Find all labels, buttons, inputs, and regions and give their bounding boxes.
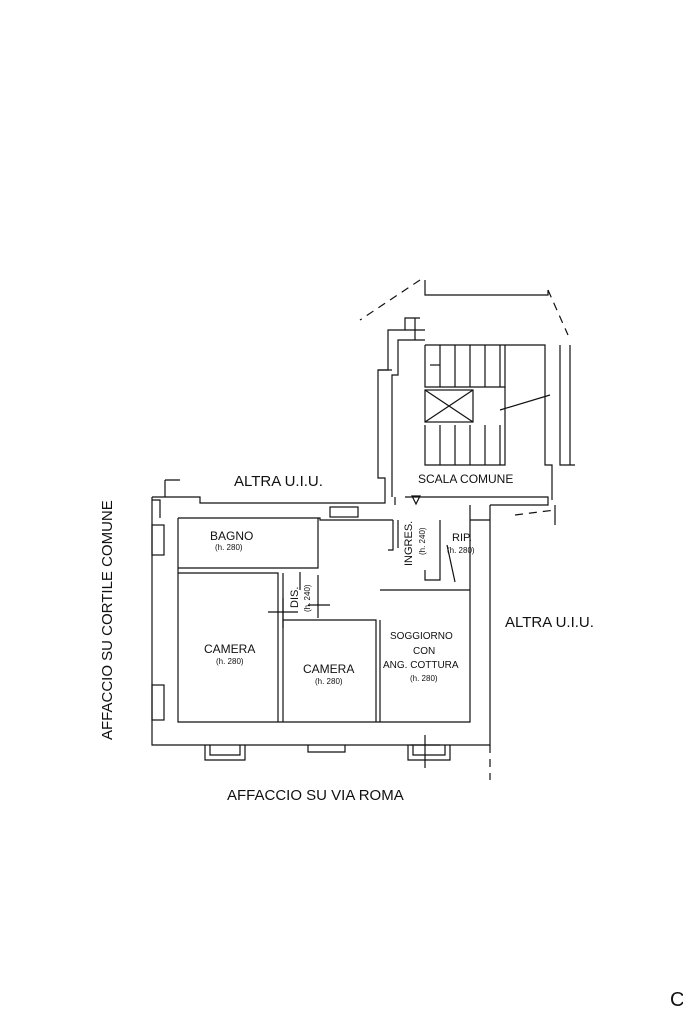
label-left-facade: AFFACCIO SU CORTILE COMUNE (99, 500, 116, 740)
window-camera1 (151, 684, 165, 721)
wall-ingres (388, 520, 399, 551)
room-dis-name: DIS. (289, 586, 301, 608)
room-soggiorno-height: (h. 280) (410, 674, 438, 683)
label-stairs: SCALA COMUNE (418, 472, 514, 486)
outer-wall (151, 497, 491, 746)
top-wall (152, 496, 386, 504)
label-top-neighbor: ALTRA U.I.U. (234, 473, 323, 490)
room-dis-height: (h. 240) (303, 584, 312, 612)
room-rip-height: (h. 280) (447, 546, 475, 555)
wall-bagno (178, 518, 319, 569)
stair-wall (377, 317, 420, 497)
corner-mark: C (670, 989, 683, 1011)
window-bagno (151, 524, 165, 556)
room-ingres-height: (h. 240) (418, 527, 427, 555)
window-camera1-bottom (204, 745, 246, 761)
top-wall-inner (178, 517, 393, 521)
room-bagno-name: BAGNO (210, 529, 254, 543)
room-soggiorno-line3: ANG. COTTURA (383, 660, 459, 671)
wall-rip (424, 520, 456, 583)
wall-camera1 (178, 572, 279, 722)
room-soggiorno-line1: SOGGIORNO (390, 631, 453, 642)
wall-soggiorno (379, 589, 470, 722)
label-right-neighbor: ALTRA U.I.U. (505, 614, 594, 631)
room-camera2-name: CAMERA (303, 662, 355, 676)
label-bottom-facade: AFFACCIO SU VIA ROMA (227, 787, 404, 804)
room-ingres-name: INGRES. (403, 520, 415, 566)
window-soggiorno-bottom (407, 745, 451, 761)
wall-camera2-top (283, 619, 377, 722)
window-camera2-bottom (307, 745, 346, 753)
room-soggiorno-line2: CON (413, 646, 436, 657)
room-rip-name: RIP. (452, 532, 472, 544)
elevator-shaft (424, 389, 474, 423)
room-camera1-name: CAMERA (204, 642, 256, 656)
outer-wall-inner (177, 518, 471, 723)
stairs-steps (424, 345, 551, 466)
entrance-marker (411, 495, 421, 506)
room-camera2-height: (h. 280) (315, 677, 343, 686)
dashed-boundary (359, 279, 569, 780)
room-camera1-height: (h. 280) (216, 657, 244, 666)
room-bagno-height: (h. 280) (215, 543, 243, 552)
